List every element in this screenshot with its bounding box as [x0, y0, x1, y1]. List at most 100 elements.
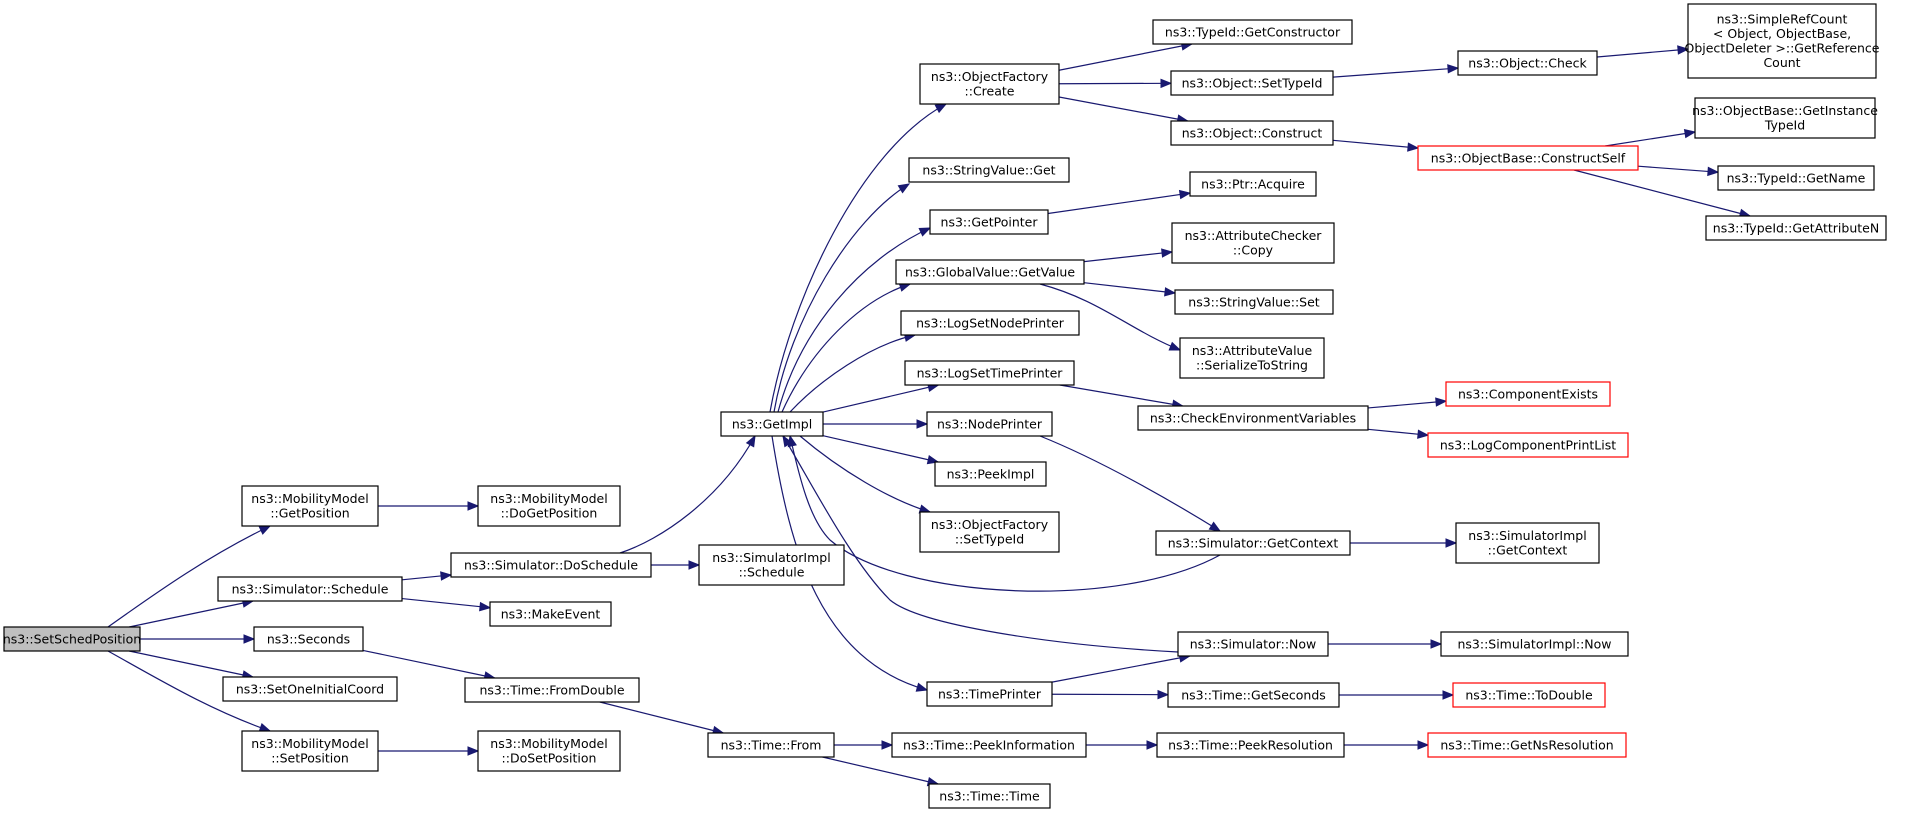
- node-SetOneInitialCoord[interactable]: ns3::SetOneInitialCoord: [222, 676, 398, 702]
- node-box[interactable]: [1687, 3, 1877, 79]
- node-Ptr_Acquire[interactable]: ns3::Ptr::Acquire: [1189, 171, 1317, 197]
- node-box[interactable]: [1171, 222, 1335, 264]
- node-MM_SetPosition[interactable]: ns3::MobilityModel::SetPosition: [241, 730, 379, 772]
- node-MM_DoGetPosition[interactable]: ns3::MobilityModel::DoGetPosition: [477, 485, 621, 527]
- node-box[interactable]: [450, 552, 652, 578]
- node-box[interactable]: [1177, 631, 1329, 657]
- node-box[interactable]: [928, 783, 1051, 809]
- node-box[interactable]: [1457, 50, 1598, 76]
- node-TimePrinter[interactable]: ns3::TimePrinter: [926, 681, 1053, 707]
- node-box[interactable]: [926, 681, 1053, 707]
- node-ComponentExists[interactable]: ns3::ComponentExists: [1445, 381, 1611, 407]
- node-AttributeChecker_Copy[interactable]: ns3::AttributeChecker::Copy: [1171, 222, 1335, 264]
- node-SimImpl_GetContext[interactable]: ns3::SimulatorImpl::GetContext: [1455, 522, 1600, 564]
- node-box[interactable]: [1455, 522, 1600, 564]
- node-TypeId_GetConstructor[interactable]: ns3::TypeId::GetConstructor: [1152, 19, 1353, 45]
- node-Time_PeekInformation[interactable]: ns3::Time::PeekInformation: [891, 732, 1087, 758]
- node-box[interactable]: [3, 626, 141, 652]
- node-box[interactable]: [1179, 337, 1325, 379]
- node-box[interactable]: [1170, 120, 1334, 146]
- node-box[interactable]: [1156, 732, 1345, 758]
- node-box[interactable]: [1167, 682, 1340, 708]
- node-box[interactable]: [929, 209, 1049, 235]
- node-box[interactable]: [217, 576, 403, 602]
- node-LogSetTimePrinter[interactable]: ns3::LogSetTimePrinter: [904, 360, 1075, 386]
- node-box[interactable]: [222, 676, 398, 702]
- node-box[interactable]: [919, 63, 1060, 105]
- node-box[interactable]: [1174, 289, 1334, 315]
- node-box[interactable]: [1452, 682, 1606, 708]
- node-Time_FromDouble[interactable]: ns3::Time::FromDouble: [464, 677, 640, 703]
- node-box[interactable]: [241, 485, 379, 527]
- node-Object_Construct[interactable]: ns3::Object::Construct: [1170, 120, 1334, 146]
- node-box[interactable]: [919, 511, 1060, 553]
- node-Sim_DoSchedule[interactable]: ns3::Simulator::DoSchedule: [450, 552, 652, 578]
- node-box[interactable]: [1189, 171, 1317, 197]
- node-GV_GetValue[interactable]: ns3::GlobalValue::GetValue: [895, 259, 1085, 285]
- node-box[interactable]: [1445, 381, 1611, 407]
- node-TypeId_GetAttributeN[interactable]: ns3::TypeId::GetAttributeN: [1705, 215, 1887, 241]
- node-Object_SetTypeId[interactable]: ns3::Object::SetTypeId: [1170, 70, 1334, 96]
- node-box[interactable]: [1694, 97, 1876, 139]
- node-LogSetNodePrinter[interactable]: ns3::LogSetNodePrinter: [900, 310, 1080, 336]
- node-box[interactable]: [891, 732, 1087, 758]
- node-MM_DoSetPosition[interactable]: ns3::MobilityModel::DoSetPosition: [477, 730, 621, 772]
- node-OF_SetTypeId[interactable]: ns3::ObjectFactory::SetTypeId: [919, 511, 1060, 553]
- node-Time_ToDouble[interactable]: ns3::Time::ToDouble: [1452, 682, 1606, 708]
- node-Time_PeekResolution[interactable]: ns3::Time::PeekResolution: [1156, 732, 1345, 758]
- node-box[interactable]: [477, 730, 621, 772]
- node-box[interactable]: [707, 732, 835, 758]
- node-TypeId_GetName[interactable]: ns3::TypeId::GetName: [1717, 165, 1875, 191]
- node-GetImpl[interactable]: ns3::GetImpl: [720, 411, 824, 437]
- node-StringValue_Set[interactable]: ns3::StringValue::Set: [1174, 289, 1334, 315]
- node-box[interactable]: [241, 730, 379, 772]
- node-Time_Time[interactable]: ns3::Time::Time: [928, 783, 1051, 809]
- node-SimImpl_Now[interactable]: ns3::SimulatorImpl::Now: [1440, 631, 1629, 657]
- node-box[interactable]: [720, 411, 824, 437]
- node-box[interactable]: [904, 360, 1075, 386]
- node-Seconds[interactable]: ns3::Seconds: [253, 626, 364, 652]
- node-Time_GetSeconds[interactable]: ns3::Time::GetSeconds: [1167, 682, 1340, 708]
- node-Sim_GetContext[interactable]: ns3::Simulator::GetContext: [1155, 530, 1351, 556]
- node-SimImpl_Schedule[interactable]: ns3::SimulatorImpl::Schedule: [698, 544, 845, 586]
- node-box[interactable]: [1137, 405, 1369, 431]
- node-box[interactable]: [1717, 165, 1875, 191]
- node-PeekImpl[interactable]: ns3::PeekImpl: [934, 461, 1047, 487]
- node-box[interactable]: [1417, 145, 1639, 171]
- node-Time_GetNsResolution[interactable]: ns3::Time::GetNsResolution: [1427, 732, 1627, 758]
- node-AttributeValue_SerializeToString[interactable]: ns3::AttributeValue::SerializeToString: [1179, 337, 1325, 379]
- node-box[interactable]: [926, 411, 1053, 437]
- node-OB_ConstructSelf[interactable]: ns3::ObjectBase::ConstructSelf: [1417, 145, 1639, 171]
- node-MM_GetPosition[interactable]: ns3::MobilityModel::GetPosition: [241, 485, 379, 527]
- node-SetSchedPosition[interactable]: ns3::SetSchedPosition: [3, 626, 141, 652]
- node-GetPointer[interactable]: ns3::GetPointer: [929, 209, 1049, 235]
- node-CheckEnvironmentVariables[interactable]: ns3::CheckEnvironmentVariables: [1137, 405, 1369, 431]
- node-box[interactable]: [1440, 631, 1629, 657]
- node-box[interactable]: [934, 461, 1047, 487]
- node-box[interactable]: [1427, 432, 1629, 458]
- node-box[interactable]: [1152, 19, 1353, 45]
- node-box[interactable]: [253, 626, 364, 652]
- node-box[interactable]: [895, 259, 1085, 285]
- node-box[interactable]: [698, 544, 845, 586]
- node-SimpleRefCount_GetReferenceCount[interactable]: ns3::SimpleRefCount< Object, ObjectBase,…: [1684, 3, 1880, 79]
- node-box[interactable]: [477, 485, 621, 527]
- node-MakeEvent[interactable]: ns3::MakeEvent: [489, 601, 612, 627]
- node-OF_Create[interactable]: ns3::ObjectFactory::Create: [919, 63, 1060, 105]
- node-Sim_Now[interactable]: ns3::Simulator::Now: [1177, 631, 1329, 657]
- node-Sim_Schedule[interactable]: ns3::Simulator::Schedule: [217, 576, 403, 602]
- node-box[interactable]: [464, 677, 640, 703]
- node-box[interactable]: [908, 157, 1070, 183]
- node-Object_Check[interactable]: ns3::Object::Check: [1457, 50, 1598, 76]
- node-StringValue_Get[interactable]: ns3::StringValue::Get: [908, 157, 1070, 183]
- node-LogComponentPrintList[interactable]: ns3::LogComponentPrintList: [1427, 432, 1629, 458]
- node-box[interactable]: [900, 310, 1080, 336]
- node-box[interactable]: [1427, 732, 1627, 758]
- node-box[interactable]: [1155, 530, 1351, 556]
- node-box[interactable]: [489, 601, 612, 627]
- node-box[interactable]: [1705, 215, 1887, 241]
- node-box[interactable]: [1170, 70, 1334, 96]
- node-NodePrinter[interactable]: ns3::NodePrinter: [926, 411, 1053, 437]
- node-Time_From[interactable]: ns3::Time::From: [707, 732, 835, 758]
